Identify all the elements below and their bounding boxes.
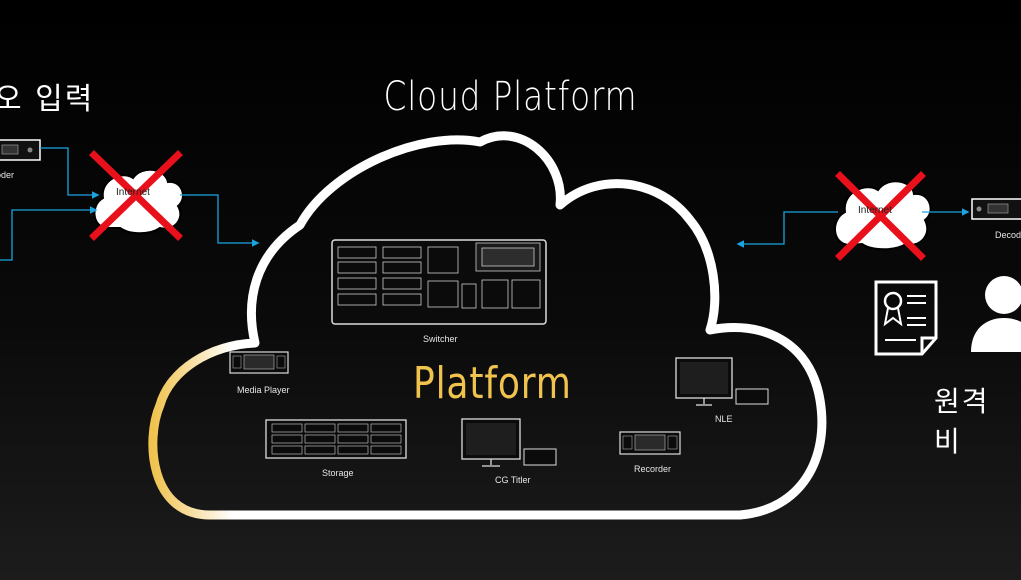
switcher-label: Switcher [423, 334, 458, 344]
cg-titler-label: CG Titler [495, 475, 531, 485]
platform-cloud-outline [148, 131, 827, 520]
storage-icon [265, 419, 407, 459]
left-cloud-label: Internet [116, 187, 150, 198]
switcher-icon [331, 239, 547, 325]
right-signal-arrows [736, 208, 970, 248]
person-icon [971, 276, 1021, 352]
nle-label: NLE [715, 414, 733, 424]
recorder-label: Recorder [634, 464, 672, 474]
certificate-icon [874, 280, 938, 356]
platform-label: Platform [413, 358, 572, 409]
decoder-device-icon [971, 198, 1021, 220]
page-title: Cloud Platform [383, 74, 638, 120]
nle-icon [675, 357, 769, 406]
encoder-device-icon [0, 139, 41, 161]
right-heading: 원격 비 [934, 385, 990, 458]
left-heading: 오 입력 [0, 82, 95, 117]
decoder-label: Decode [995, 230, 1021, 240]
cg-titler-icon [461, 418, 557, 467]
right-cloud-label: Internet [858, 205, 892, 216]
left-cross-icon [89, 150, 183, 241]
storage-label: Storage [322, 468, 354, 478]
recorder-icon [619, 431, 681, 455]
left-signal-arrows [0, 147, 260, 261]
encoder-label: oder [0, 170, 15, 180]
media-player-icon [229, 351, 289, 374]
right-cross-icon [835, 171, 926, 261]
media-player-label: Media Player [237, 385, 290, 395]
